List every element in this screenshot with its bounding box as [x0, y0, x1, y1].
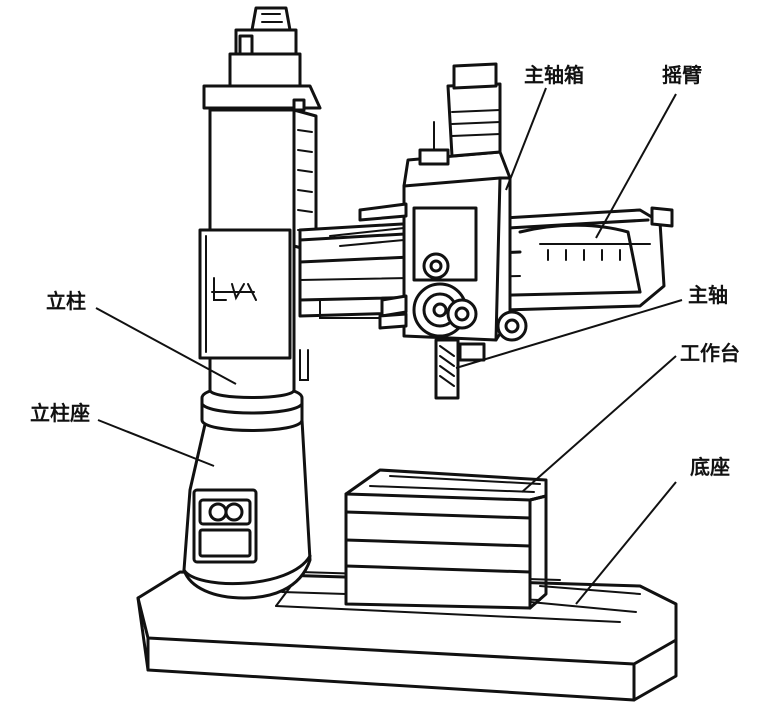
label-base: 底座 [690, 455, 730, 479]
spindle [434, 338, 486, 400]
label-spindle: 主轴 [688, 283, 728, 307]
worktable [344, 468, 548, 610]
base-plate [136, 570, 678, 702]
column-leadscrew [292, 98, 318, 381]
label-column: 立柱 [46, 289, 86, 313]
label-column-base: 立柱座 [30, 401, 90, 425]
spindle-motor [446, 82, 502, 158]
column-motor [250, 6, 292, 32]
spindle-box [358, 62, 528, 342]
label-rocker-arm: 摇臂 [662, 63, 702, 87]
label-spindle-box: 主轴箱 [524, 63, 584, 87]
column-base-housing [182, 418, 312, 600]
label-worktable: 工作台 [680, 341, 740, 365]
leader-lines [95, 87, 683, 605]
column-top [202, 6, 322, 110]
column-body [198, 108, 296, 399]
